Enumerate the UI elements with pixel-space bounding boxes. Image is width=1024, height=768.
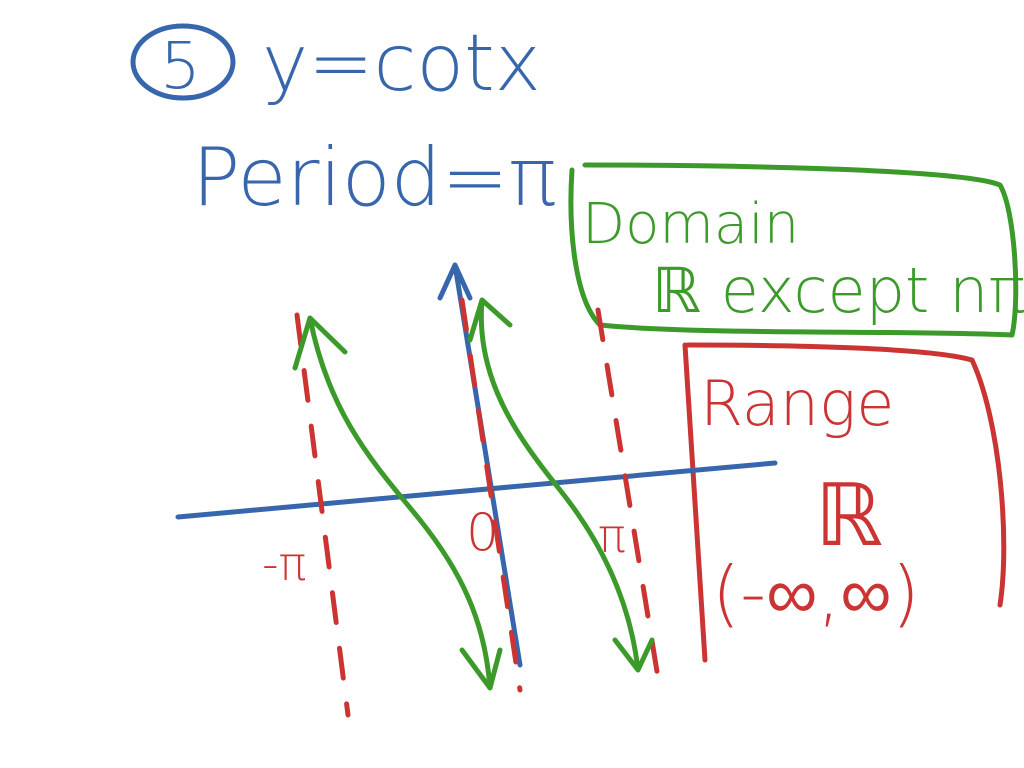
asymptote-neg-pi (294, 312, 351, 718)
problem-number-circle (130, 23, 236, 101)
range-title: Range (700, 367, 894, 440)
cot-branch-right (467, 297, 655, 673)
cot-branch-left (292, 315, 503, 691)
domain-value: ℝ except nπ (652, 254, 1024, 327)
x-label-zero: 0 (466, 503, 499, 563)
range-interval: (-∞,∞) (712, 551, 920, 635)
domain-title: Domain (582, 192, 799, 257)
x-label-pi: π (598, 509, 626, 563)
x-axis (175, 460, 778, 520)
asymptote-zero (459, 297, 523, 693)
x-label-neg-pi: -π (262, 537, 306, 591)
range-box-right (685, 342, 1007, 608)
equation: y=cotx (262, 19, 541, 109)
asymptote-pi (595, 307, 663, 693)
domain-box (568, 162, 1019, 338)
period-text: Period=π (192, 131, 557, 224)
range-value: ℝ (815, 466, 883, 566)
range-box-left (682, 342, 708, 663)
problem-number: 5 (160, 30, 201, 104)
